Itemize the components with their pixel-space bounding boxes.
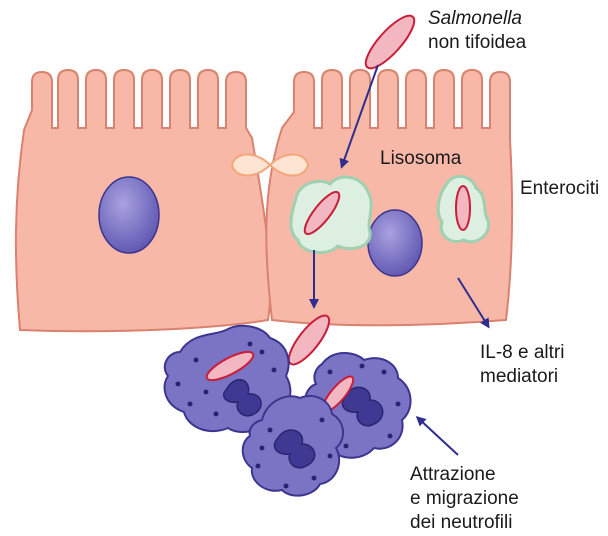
neutrophils-label-line3: dei neutrofili (410, 512, 512, 534)
neutrophils-label-line2: e migrazione (410, 488, 519, 510)
mediators-label-line1: IL-8 e altri (480, 342, 564, 364)
nucleus-left (99, 177, 159, 253)
arrow-neutrophils (418, 418, 458, 455)
mediators-label-line2: mediatori (480, 366, 558, 388)
enterocytes-label: Enterociti (520, 178, 599, 200)
salmonella-label-line1: Salmonella (428, 8, 522, 30)
tight-junction (232, 154, 308, 175)
nucleus-right (368, 210, 422, 276)
neutrophils-label-line1: Attrazione (410, 464, 496, 486)
salmonella-label-line2: non tifoidea (428, 32, 526, 54)
bacterium-in-vacuole (456, 186, 470, 230)
bacterium-incoming (359, 9, 421, 74)
lysosome-label: Lisosoma (380, 148, 461, 170)
